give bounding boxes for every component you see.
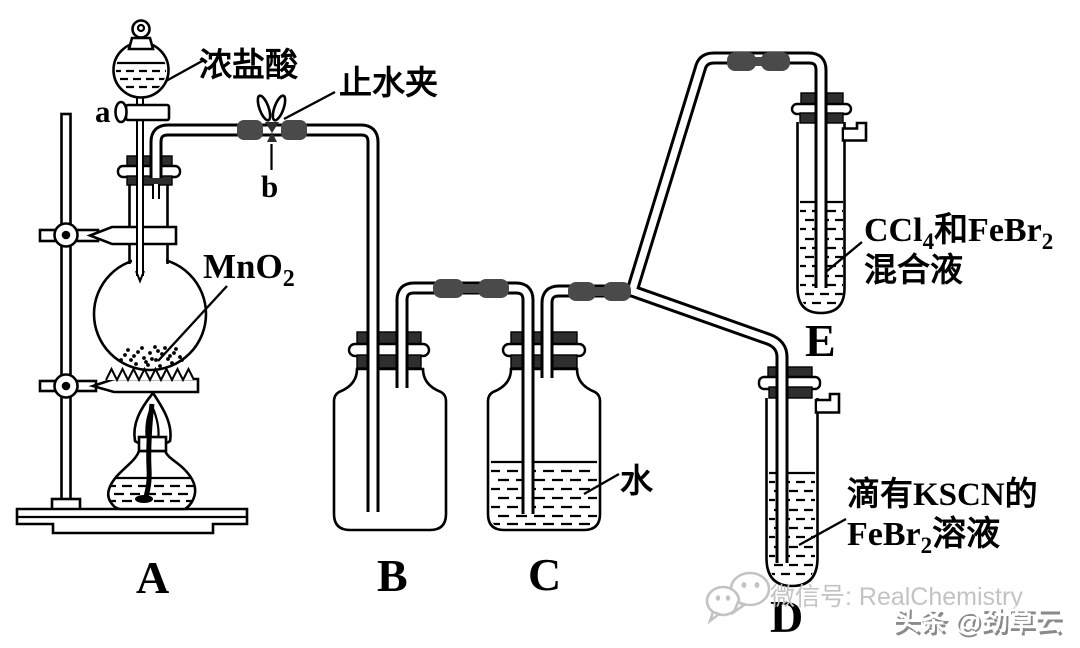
label-d-liquid-line2: FeBr2溶液	[847, 515, 1000, 558]
pinch-clamp	[237, 94, 307, 170]
stand-pole	[60, 112, 72, 512]
bottle-c-water	[491, 460, 597, 526]
side-arm-test-tube-e	[790, 92, 868, 315]
label-stopcock-a: a	[95, 94, 111, 129]
label-mno2: MnO2	[203, 247, 295, 292]
pinch-clamp-wing-left	[256, 94, 272, 122]
label-e-liquid-line1: CCl4和FeBr2	[864, 211, 1053, 254]
tube-fork-to-d-bore	[630, 287, 786, 563]
label-clamp-b: b	[261, 169, 278, 204]
text-labels: 浓盐酸 止水夹 a b MnO2 水 CCl4和FeBr2 混合液 滴有KSCN…	[95, 47, 1053, 642]
tube-c-to-fork-bore	[543, 287, 636, 378]
stopcock-barrel	[124, 103, 171, 122]
funnel-knob	[131, 19, 151, 39]
connector-c-fork-bridge	[588, 287, 610, 296]
gas-washing-bottle-b	[332, 331, 448, 532]
pointer-water	[583, 472, 620, 496]
iron-stand	[15, 112, 249, 535]
watermark: 微信号: RealChemistry 头条 @劲草云 头条 @劲草云	[705, 571, 1064, 639]
lamp-body	[106, 449, 197, 511]
watermark-wechat-id: 微信号: RealChemistry	[770, 583, 1023, 611]
pointer-mno2	[157, 285, 228, 362]
label-apparatus-c: C	[528, 549, 561, 600]
stand-clamps	[38, 222, 200, 399]
lamp-collar	[137, 435, 168, 453]
label-apparatus-b: B	[377, 550, 408, 601]
funnel-glass-stopper	[127, 36, 155, 51]
tube-fork-to-e-bore	[628, 54, 825, 293]
connector-c-fork-left	[568, 282, 596, 301]
connector-c-fork-right	[603, 282, 631, 301]
connector-b-c-left	[433, 279, 464, 298]
funnel-knob-dot	[136, 23, 146, 33]
pointer-lines	[157, 58, 863, 547]
round-bottom-flask-a	[92, 183, 208, 372]
wick-end	[135, 495, 153, 503]
tube-d-arm-opening	[817, 401, 829, 411]
tube-fork-to-e-outline	[625, 51, 828, 293]
clamp-bolt-upper-dot	[61, 230, 71, 240]
label-water: 水	[620, 463, 654, 500]
pinch-clamp-left-pad	[237, 120, 263, 140]
pointer-pinch-clamp	[283, 90, 336, 121]
tube-fork-to-d-outline	[629, 284, 789, 563]
connector-top-right	[761, 52, 790, 71]
label-apparatus-e: E	[805, 315, 836, 366]
bottle-c-body	[486, 367, 602, 532]
flask-stopper	[116, 155, 182, 186]
dropping-funnel	[112, 19, 171, 284]
alcohol-lamp	[106, 390, 197, 511]
mno2-particles	[119, 345, 184, 368]
watermark-toutiao: 头条 @劲草云	[893, 606, 1062, 636]
side-arm-test-tube-d	[757, 366, 841, 588]
pinch-clamp-jaw-bottom	[267, 132, 277, 142]
tube-e-arm-opening	[844, 130, 856, 139]
label-apparatus-d: D	[770, 591, 803, 642]
lamp-fuel	[108, 476, 196, 503]
funnel-stem-tip	[135, 270, 145, 284]
bottle-b-body	[332, 367, 448, 532]
gauze-plate	[88, 377, 200, 394]
wechat-icon	[705, 571, 771, 625]
pointer-e-liquid	[826, 241, 863, 272]
connector-top-left	[727, 52, 756, 71]
pointer-conc-hcl	[165, 58, 205, 83]
clamp-jaw	[86, 225, 178, 246]
connector-b-c-bridge	[455, 284, 487, 293]
label-apparatus-a: A	[136, 552, 169, 603]
tube-a-to-b-bore	[152, 126, 377, 512]
stand-base	[15, 507, 249, 535]
stopcock-handle	[114, 100, 128, 124]
label-e-liquid-line2: 混合液	[864, 252, 963, 289]
clamp-bolt-lower-dot	[61, 381, 71, 391]
pinch-clamp-jaw-top	[265, 122, 279, 133]
pointer-d-liquid	[798, 517, 847, 547]
label-d-liquid-line1: 滴有KSCN的	[847, 476, 1038, 513]
connector-b-c-right	[478, 279, 509, 298]
connector-top-bridge	[748, 57, 768, 66]
rubber-connectors	[433, 52, 790, 301]
wire-gauze-zigzag	[105, 366, 195, 383]
pinch-clamp-wing-right	[271, 94, 287, 122]
watermark-toutiao-shadow: 头条 @劲草云	[895, 609, 1064, 639]
lamp-wick	[143, 403, 155, 498]
tube-d-liquid	[769, 471, 815, 576]
label-pinch-clamp: 止水夹	[339, 65, 438, 102]
pinch-clamp-right-pad	[281, 120, 307, 140]
label-conc-hcl: 浓盐酸	[199, 47, 299, 84]
